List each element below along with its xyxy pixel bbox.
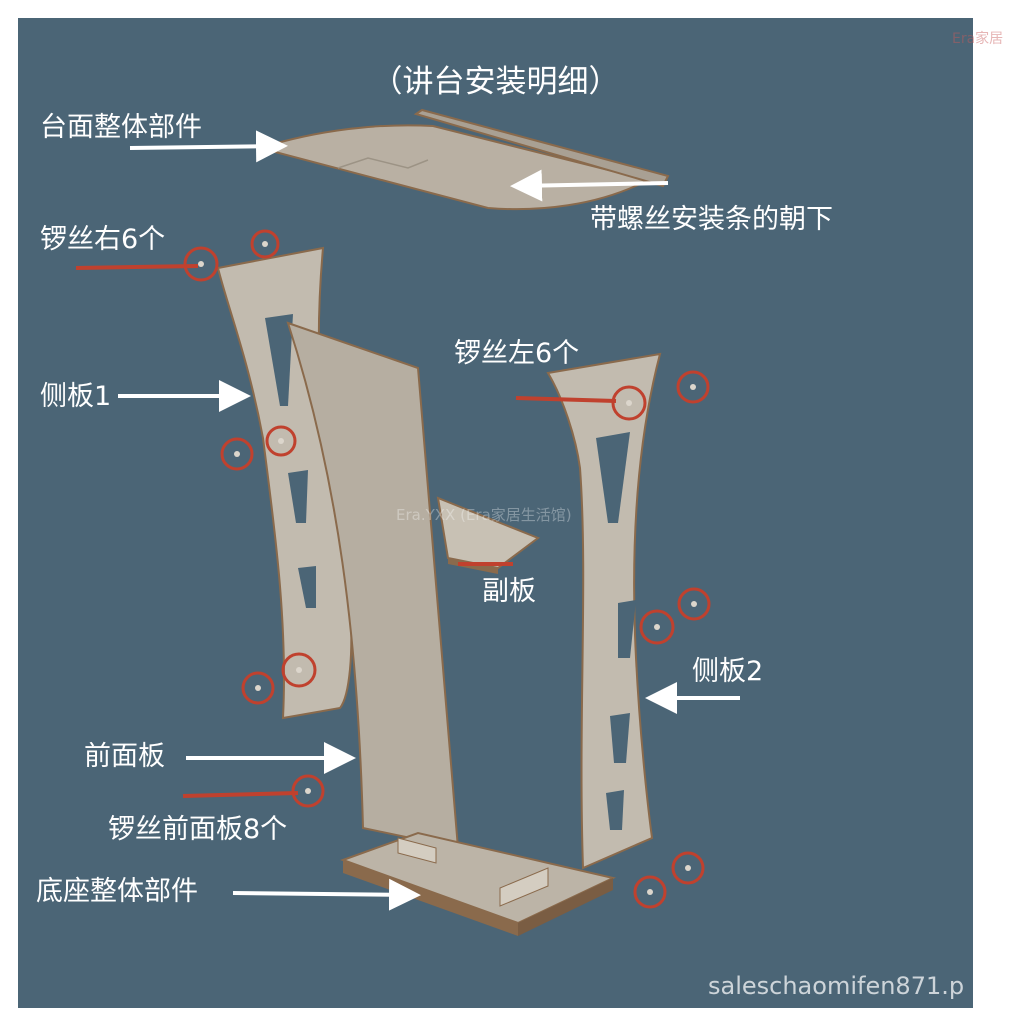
base-part (343, 833, 613, 936)
watermark-center: Era.YXX (Era家居生活馆) (396, 504, 572, 525)
arrow-top-panel (130, 146, 280, 148)
label-front-panel: 前面板 (84, 743, 165, 770)
label-screw-right: 锣丝右6个 (40, 226, 165, 253)
label-base: 底座整体部件 (36, 878, 198, 905)
label-top-panel: 台面整体部件 (40, 114, 202, 141)
label-screw-strip: 带螺丝安装条的朝下 (590, 206, 833, 233)
leader-screw-right (76, 266, 198, 268)
label-sub-panel: 副板 (482, 578, 536, 605)
leader-screw-front (183, 793, 298, 796)
arrow-base (233, 893, 413, 895)
diagram-canvas: （讲台安装明细） 台面整体部件 带螺丝安装条的朝下 锣丝右6个 侧板1 锣丝左6… (18, 18, 973, 1008)
label-side-panel-2: 侧板2 (692, 658, 763, 685)
label-screw-left: 锣丝左6个 (454, 340, 579, 367)
side-panel-2-part (548, 354, 660, 868)
watermark-bottom: saleschaomifen871.p (708, 972, 964, 1000)
watermark-top-right: Era家居 (952, 28, 1003, 48)
top-panel-part (260, 110, 668, 209)
label-side-panel-1: 侧板1 (40, 383, 111, 410)
label-screw-front: 锣丝前面板8个 (108, 816, 287, 843)
diagram-title: （讲台安装明细） (18, 56, 973, 101)
